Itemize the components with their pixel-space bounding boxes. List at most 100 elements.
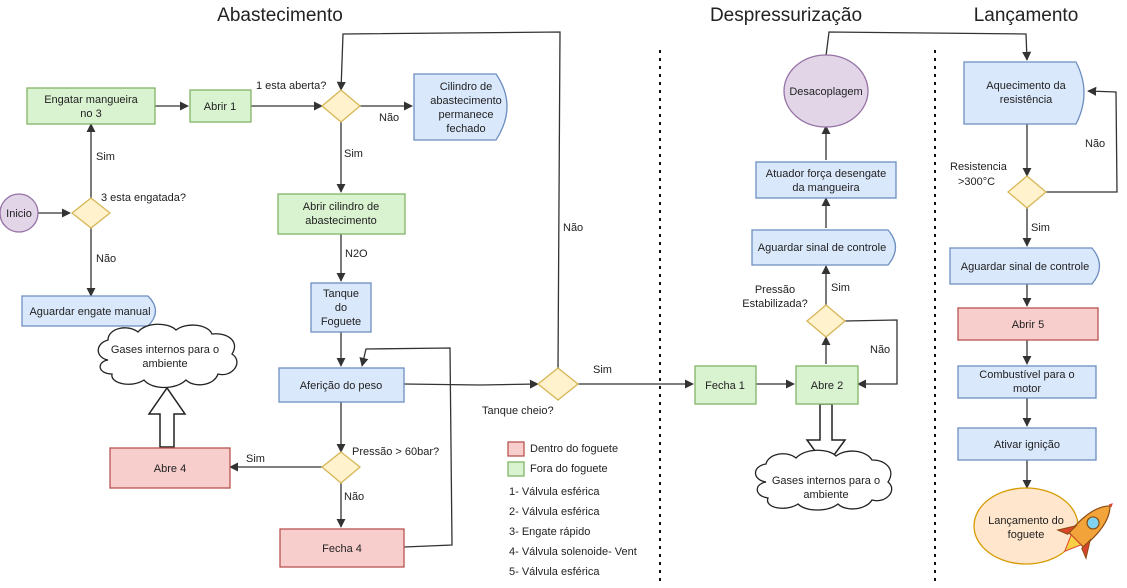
node-desacoplagem-label: Desacoplagem bbox=[789, 86, 862, 98]
label-n2o: N2O bbox=[345, 248, 368, 260]
label-nao-5: Não bbox=[870, 344, 890, 356]
node-combustivel-line1: Combustível para o bbox=[979, 369, 1074, 381]
cloud-gases-internos-1 bbox=[97, 323, 238, 389]
edge-afericao-tanquecheio bbox=[403, 379, 539, 389]
node-abrir-cilindro-line2: abastecimento bbox=[305, 215, 377, 227]
node-aguardar-sinal-1-label: Aguardar sinal de controle bbox=[758, 242, 886, 254]
decision-3-label: 3 esta engatada? bbox=[101, 192, 186, 204]
node-combustivel-line2: motor bbox=[1013, 383, 1041, 395]
label-nao-2: Não bbox=[379, 112, 399, 124]
legend-item-3: 3- Engate rápido bbox=[509, 526, 590, 538]
node-abrir-1-label: Abrir 1 bbox=[204, 101, 236, 113]
node-abre-4 bbox=[109, 447, 231, 489]
section-title-lancamento: Lançamento bbox=[974, 5, 1079, 26]
edge-tanquecheio-decision1 bbox=[336, 31, 561, 369]
decision-tanque-cheio-label: Tanque cheio? bbox=[482, 405, 554, 417]
section-title-abastecimento: Abastecimento bbox=[217, 5, 343, 26]
legend-swatch-fora bbox=[507, 461, 525, 477]
node-cilindro-fechado-line3: permanece bbox=[438, 109, 493, 121]
node-fecha-4-label: Fecha 4 bbox=[322, 543, 362, 555]
node-cilindro-fechado bbox=[413, 73, 508, 141]
decision-tanque-cheio bbox=[536, 367, 580, 401]
edge-decisionestab-abre2 bbox=[844, 319, 898, 389]
node-abrir-cilindro bbox=[277, 193, 406, 235]
node-abre-2-label: Abre 2 bbox=[811, 380, 843, 392]
node-aguardar-sinal-1 bbox=[751, 229, 897, 266]
node-afericao-peso bbox=[278, 367, 405, 403]
node-abre-4-label: Abre 4 bbox=[154, 463, 186, 475]
label-nao-4: Não bbox=[563, 222, 583, 234]
node-tanque-foguete-line3: Foguete bbox=[321, 316, 361, 328]
node-cilindro-fechado-line1: Cilindro de bbox=[440, 81, 493, 93]
edge-desacoplagem-aquecimento bbox=[825, 31, 1032, 61]
node-atuador bbox=[755, 161, 897, 199]
legend-dentro-label: Dentro do foguete bbox=[530, 443, 618, 455]
decision-pressao-estabilizada bbox=[805, 304, 847, 338]
node-afericao-peso-label: Aferição do peso bbox=[300, 380, 383, 392]
label-sim-2: Sim bbox=[344, 148, 363, 160]
node-ativar-ignicao-label: Ativar ignição bbox=[994, 439, 1060, 451]
decision-resistencia-line2: >300°C bbox=[958, 176, 995, 188]
node-lancamento-foguete-line2: foguete bbox=[1008, 529, 1045, 541]
node-engatar-mangueira-line2: no 3 bbox=[80, 108, 101, 120]
legend-item-1: 1- Válvula esférica bbox=[509, 486, 600, 498]
decision-pressao-60bar bbox=[320, 451, 362, 484]
label-sim-6: Sim bbox=[1031, 222, 1050, 234]
node-cilindro-fechado-line4: fechado bbox=[446, 123, 485, 135]
legend-item-4: 4- Válvula solenoide- Vent bbox=[509, 546, 637, 558]
node-aguardar-sinal-2 bbox=[949, 247, 1101, 285]
node-combustivel bbox=[957, 365, 1097, 399]
node-aquecimento-line1: Aquecimento da bbox=[986, 80, 1066, 92]
edge-fecha4-afericao bbox=[359, 347, 453, 548]
node-tanque-foguete-line1: Tanque bbox=[323, 288, 359, 300]
node-fecha-4 bbox=[279, 528, 405, 568]
cloud-gases-internos-2-line2: ambiente bbox=[803, 489, 848, 501]
node-atuador-line2: da mangueira bbox=[792, 182, 860, 194]
node-fecha-1 bbox=[694, 365, 757, 405]
label-nao-3: Não bbox=[344, 491, 364, 503]
node-tanque-foguete-line2: do bbox=[335, 302, 347, 314]
decision-pressao-estabilizada-line2: Estabilizada? bbox=[742, 298, 807, 310]
decision-resistencia bbox=[1006, 175, 1048, 209]
node-abrir-1 bbox=[189, 89, 252, 123]
edge-decisionres-aquecimento bbox=[1046, 86, 1118, 193]
label-sim-1: Sim bbox=[96, 151, 115, 163]
label-sim-4: Sim bbox=[593, 364, 612, 376]
decision-1-label: 1 esta aberta? bbox=[256, 80, 326, 92]
big-arrow-up bbox=[147, 386, 187, 448]
node-aquecimento-line2: resistência bbox=[1000, 94, 1053, 106]
legend-item-2: 2- Válvula esférica bbox=[509, 506, 600, 518]
node-aguardar-engate-manual-label: Aguardar engate manual bbox=[29, 306, 150, 318]
node-fecha-1-label: Fecha 1 bbox=[705, 380, 745, 392]
cloud-gases-internos-2-line1: Gases internos para o bbox=[772, 475, 880, 487]
node-abrir-5-label: Abrir 5 bbox=[1012, 319, 1044, 331]
cloud-gases-internos-1-line2: ambiente bbox=[142, 358, 187, 370]
label-sim-5: Sim bbox=[831, 282, 850, 294]
node-tanque-foguete bbox=[310, 282, 372, 333]
label-sim-3: Sim bbox=[246, 453, 265, 465]
node-engatar-mangueira-line1: Engatar mangueira bbox=[44, 94, 138, 106]
node-abre-2 bbox=[795, 365, 859, 405]
node-lancamento-foguete-line1: Lançamento do bbox=[988, 515, 1064, 527]
decision-pressao-60bar-label: Pressão > 60bar? bbox=[352, 446, 439, 458]
label-nao-1: Não bbox=[96, 253, 116, 265]
section-title-despressurizacao: Despressurização bbox=[710, 5, 862, 26]
legend-item-5: 5- Válvula esférica bbox=[509, 566, 600, 578]
node-engatar-mangueira bbox=[26, 87, 156, 125]
legend-swatch-dentro bbox=[507, 441, 525, 457]
label-nao-6: Não bbox=[1085, 138, 1105, 150]
node-atuador-line1: Atuador força desengate bbox=[766, 168, 886, 180]
node-desacoplagem bbox=[783, 54, 869, 128]
start-node-label: Inicio bbox=[6, 208, 32, 220]
cloud-gases-internos-1-line1: Gases internos para o bbox=[111, 344, 219, 356]
node-aquecimento bbox=[963, 61, 1085, 125]
node-cilindro-fechado-line2: abastecimento bbox=[430, 95, 502, 107]
node-abrir-5 bbox=[957, 307, 1099, 341]
decision-1-aberta bbox=[320, 89, 362, 123]
start-node bbox=[0, 193, 39, 233]
decision-3-engatada bbox=[70, 197, 112, 229]
decision-resistencia-line1: Resistencia bbox=[950, 161, 1008, 173]
node-ativar-ignicao bbox=[957, 427, 1097, 461]
node-abrir-cilindro-line1: Abrir cilindro de bbox=[303, 201, 379, 213]
